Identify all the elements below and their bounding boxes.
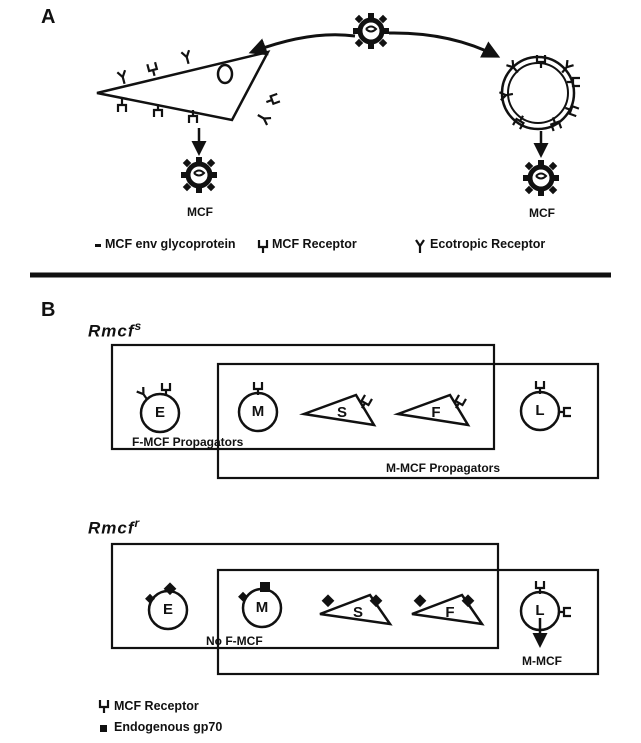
panel-b-label: B bbox=[41, 299, 56, 321]
mcf-receptor-icon bbox=[565, 76, 582, 88]
m-mcf-propagators-label: M-MCF Propagators bbox=[386, 461, 500, 475]
panel-a-label: A bbox=[41, 6, 56, 28]
ecotropic-receptor-icon bbox=[180, 49, 194, 66]
cell-f bbox=[393, 393, 471, 427]
cell-f-r bbox=[411, 593, 485, 626]
fibroblast-cell bbox=[96, 50, 271, 122]
endogenous-gp70-icon bbox=[461, 594, 475, 608]
endogenous-gp70-icon bbox=[369, 594, 383, 608]
mcf-virion-icon bbox=[181, 157, 217, 193]
panel-a-diagram bbox=[95, 13, 582, 255]
cell-s-label: S bbox=[336, 404, 347, 421]
endogenous-gp70-icon bbox=[260, 582, 270, 592]
cell-f-r-label: F bbox=[445, 604, 455, 621]
rmcf-r-title: Rmcfr bbox=[88, 516, 140, 539]
m-mcf-box-r bbox=[216, 568, 600, 676]
virion-label-right: MCF bbox=[529, 206, 555, 220]
m-mcf-label: M-MCF bbox=[522, 654, 562, 668]
legend-ecotropic-receptor: Ecotropic Receptor bbox=[430, 237, 546, 251]
cell-s-r bbox=[319, 593, 393, 626]
mcf-receptor-icon bbox=[263, 92, 282, 107]
cell-s-r-label: S bbox=[352, 604, 363, 621]
rmcf-s-title: Rmcfs bbox=[88, 319, 142, 342]
mcf-receptor-icon bbox=[257, 238, 269, 255]
env-glycoprotein-icon bbox=[95, 244, 101, 247]
no-f-mcf-label: No F-MCF bbox=[206, 634, 263, 648]
f-mcf-propagators-label: F-MCF Propagators bbox=[132, 435, 244, 449]
f-mcf-box bbox=[110, 343, 496, 451]
m-mcf-box bbox=[216, 362, 600, 480]
cell-e-r-label: E bbox=[162, 601, 173, 618]
cell-f-label: F bbox=[431, 404, 441, 421]
rmcf-s-gene: Rmcf bbox=[88, 321, 135, 341]
ecotropic-receptor-icon bbox=[414, 238, 426, 255]
legend-b-mcf-receptor: MCF Receptor bbox=[114, 699, 199, 713]
ecotropic-receptor-icon bbox=[254, 110, 273, 127]
mcf-receptor-icon bbox=[116, 97, 128, 114]
rmcf-r-gene: Rmcf bbox=[88, 518, 135, 538]
cell-m-r-label: M bbox=[255, 599, 269, 616]
cell-e bbox=[139, 392, 181, 434]
infection-arrow-right bbox=[388, 31, 501, 58]
legend-b-endogenous: Endogenous gp70 bbox=[114, 720, 223, 734]
cell-l-r-label: L bbox=[535, 602, 545, 619]
virion-label-left: MCF bbox=[187, 205, 213, 219]
legend-env: MCF env glycoprotein bbox=[105, 237, 236, 251]
rmcf-s-allele: s bbox=[134, 319, 143, 333]
cell-s bbox=[299, 393, 377, 427]
endogenous-gp70-icon bbox=[413, 594, 427, 608]
fibroblast-nucleus bbox=[216, 63, 234, 85]
cell-m-label: M bbox=[251, 403, 265, 420]
mcf-receptor-icon bbox=[98, 698, 110, 715]
no-f-mcf-box bbox=[110, 542, 500, 650]
mcf-receptor-icon bbox=[146, 61, 160, 78]
rmcf-s-diagram bbox=[110, 343, 600, 480]
endogenous-gp70-icon bbox=[100, 725, 107, 732]
endogenous-gp70-icon bbox=[321, 594, 335, 608]
cell-e-label: E bbox=[154, 404, 165, 421]
cell-l-label: L bbox=[535, 402, 545, 419]
infection-arrow-left bbox=[248, 33, 356, 56]
mcf-virion-icon bbox=[353, 13, 389, 49]
rmcf-r-allele: r bbox=[134, 516, 141, 530]
endogenous-gp70-icon bbox=[163, 582, 177, 596]
mcf-virion-icon bbox=[523, 160, 559, 196]
rmcf-r-diagram bbox=[98, 542, 600, 732]
legend-mcf-receptor: MCF Receptor bbox=[272, 237, 357, 251]
ecotropic-receptor-icon bbox=[116, 69, 130, 86]
